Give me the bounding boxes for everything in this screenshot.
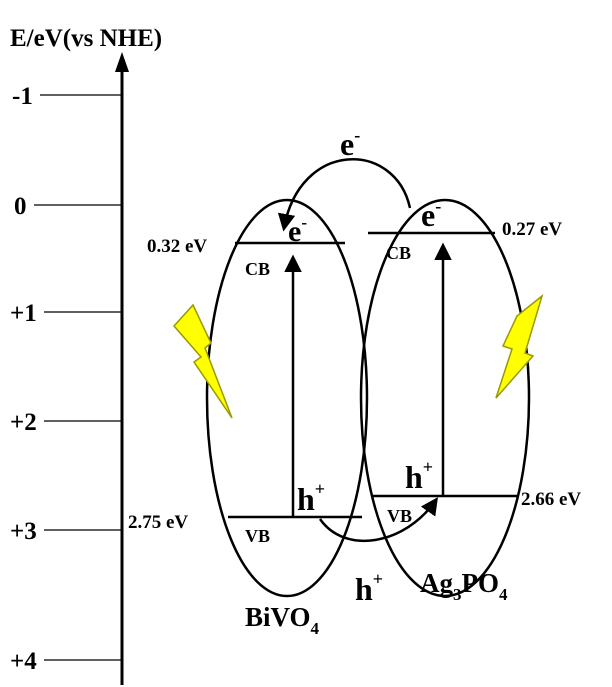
- transfer-hole-label: h+: [355, 569, 383, 607]
- hole-transfer-arrow: [318, 497, 438, 542]
- light-bolt-icon: [495, 293, 544, 399]
- tick-label: +3: [10, 518, 37, 545]
- bivo4-ellipse: [205, 198, 369, 598]
- electron-transfer-arrow: [277, 158, 412, 232]
- ag3po4-name: Ag3PO4: [420, 568, 508, 604]
- bivo4-vb-value: 2.75 eV: [128, 512, 188, 533]
- ag3po4-vb-value: 2.66 eV: [521, 489, 581, 510]
- ag3po4-cb-label: CB: [386, 243, 411, 263]
- bivo4-cb-value: 0.32 eV: [147, 236, 207, 257]
- axis-arrowhead: [115, 52, 129, 72]
- bivo4-electron-label: e-: [288, 213, 307, 248]
- tick-label: +4: [10, 648, 37, 675]
- tick-label: +2: [10, 409, 37, 436]
- tick-label: 0: [14, 193, 27, 220]
- bivo4-vb-label: VB: [245, 526, 270, 546]
- bivo4-name: BiVO4: [245, 602, 319, 638]
- tick-label: +1: [10, 300, 37, 327]
- ag3po4-electron-label: e-: [421, 196, 441, 233]
- bivo4-cb-label: CB: [245, 259, 270, 279]
- ag3po4-vb-label: VB: [387, 506, 412, 526]
- ag3po4-cb-value: 0.27 eV: [502, 219, 562, 240]
- axis-ticks: -1 0 +1 +2 +3 +4: [10, 83, 122, 675]
- light-bolt-icon: [172, 303, 233, 419]
- transfer-electron-label: e-: [340, 125, 360, 162]
- tick-label: -1: [12, 83, 33, 110]
- bivo4-hole-label: h+: [297, 479, 325, 517]
- ag3po4-hole-label: h+: [405, 457, 433, 495]
- ag3po4-ellipse: [359, 198, 531, 598]
- axis-title: E/eV(vs NHE): [10, 25, 162, 52]
